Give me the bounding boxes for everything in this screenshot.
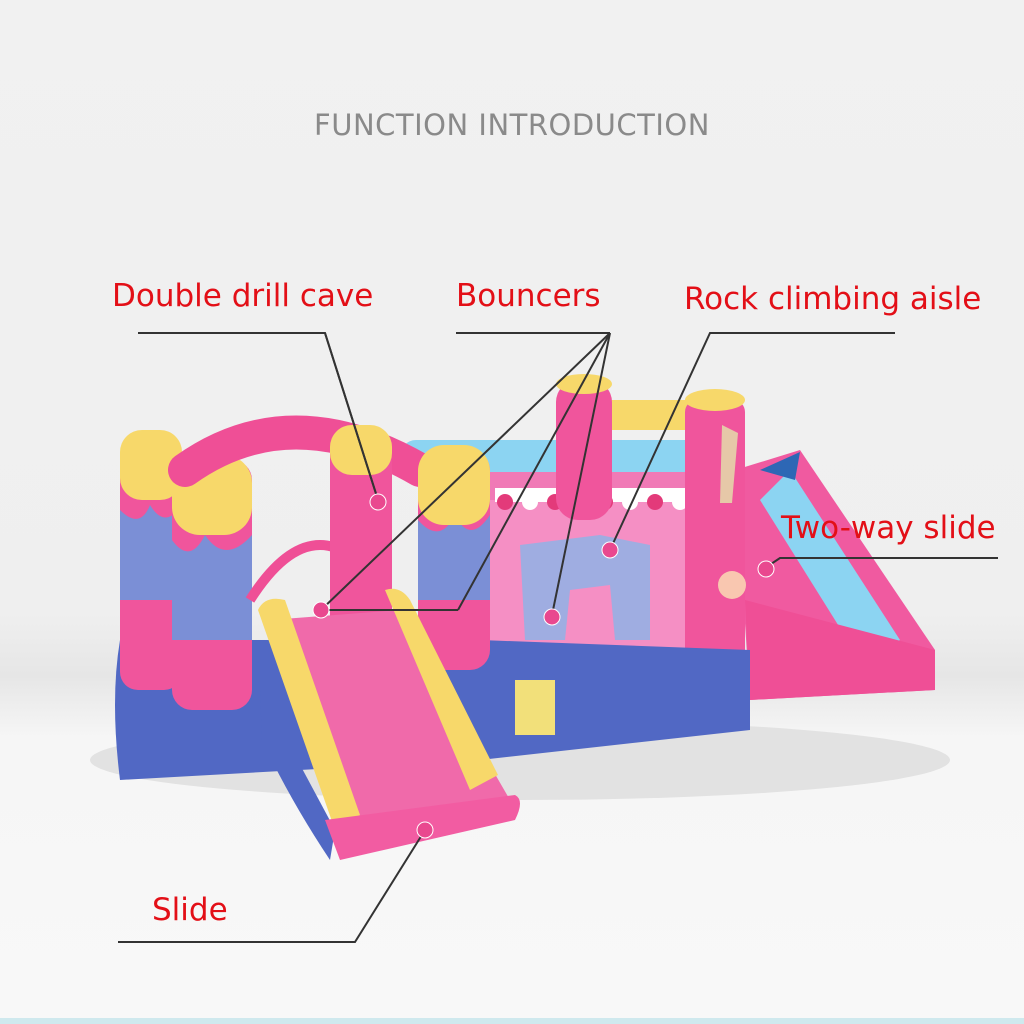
front-slide-shape bbox=[258, 588, 520, 860]
page-heading: FUNCTION INTRODUCTION bbox=[314, 108, 710, 142]
dot-twoway bbox=[757, 560, 775, 578]
dot-bouncers-b bbox=[543, 608, 561, 626]
label-slide: Slide bbox=[152, 892, 228, 928]
dot-bouncers-a bbox=[312, 601, 330, 619]
dot-cave bbox=[369, 493, 387, 511]
callout-line-bouncers-b bbox=[551, 332, 611, 616]
two-way-slide-shape bbox=[735, 450, 935, 700]
callout-line-cave-2 bbox=[324, 332, 379, 501]
bottom-bar bbox=[0, 1018, 1024, 1024]
dot-slide bbox=[416, 821, 434, 839]
callout-line-rock bbox=[609, 332, 895, 551]
dot-rock bbox=[601, 541, 619, 559]
callout-line-bouncers-c bbox=[457, 332, 611, 611]
label-rock-climbing-aisle: Rock climbing aisle bbox=[684, 281, 982, 317]
label-bouncers: Bouncers bbox=[456, 278, 601, 314]
callout-line-bouncers-a bbox=[320, 332, 611, 611]
label-double-drill-cave: Double drill cave bbox=[112, 278, 374, 314]
label-two-way-slide: Two-way slide bbox=[781, 510, 996, 546]
callout-line-slide bbox=[118, 829, 426, 943]
callout-dots bbox=[312, 493, 775, 839]
